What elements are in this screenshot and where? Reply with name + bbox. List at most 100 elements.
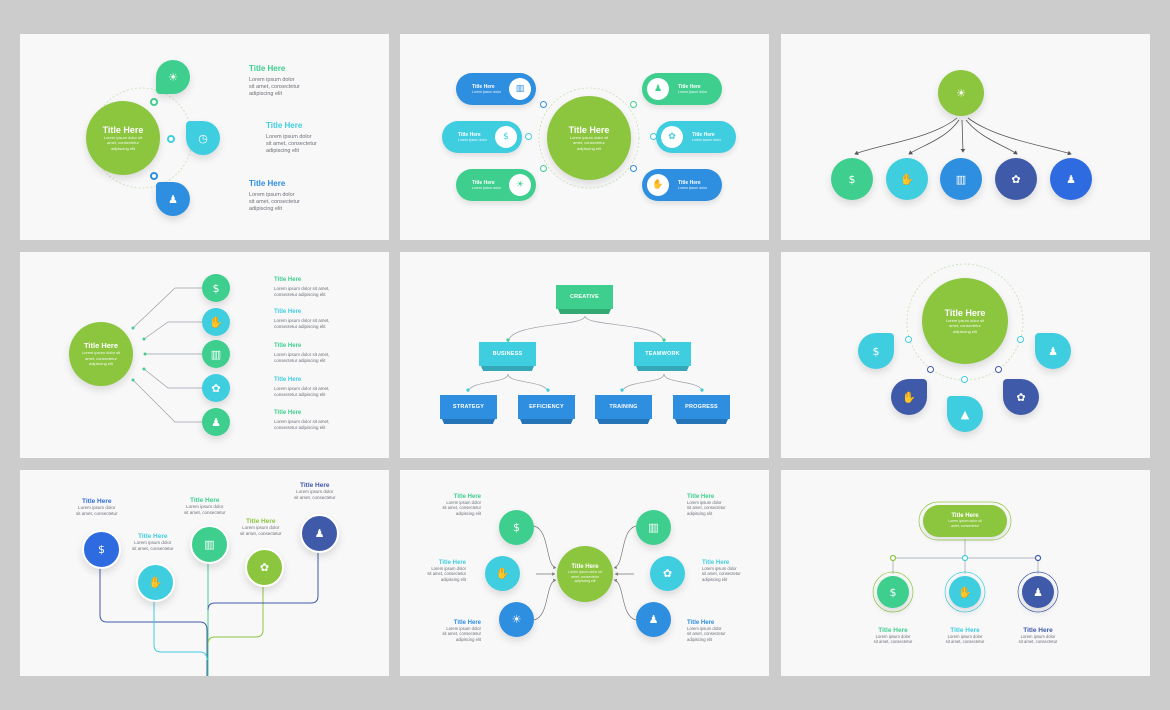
handshake-icon: ✋ [886, 158, 928, 200]
idea-icon: ☀ [509, 174, 531, 196]
pill-title: Title Here [951, 513, 979, 520]
idea-icon: ☀ [156, 60, 190, 94]
node-dot [630, 101, 637, 108]
pill-title: Title Here [458, 131, 481, 138]
center-body-2: amet, consectetur [107, 140, 139, 146]
center-body-2: amet, consectetur [85, 355, 117, 361]
people-icon: ♟ [1022, 576, 1054, 608]
item-body-1: Lorem ipsum dolor [134, 540, 172, 545]
slide-3-connectors [854, 117, 1072, 156]
node-dot [540, 101, 547, 108]
org-label: BUSINESS [492, 351, 523, 357]
dollar-hand-icon: $ [202, 274, 230, 302]
chart-icon: ▥ [190, 525, 229, 564]
item-body-2: sit amet, consectetur [687, 505, 726, 511]
item-body-3: adipiscing elit [440, 576, 466, 582]
item-title: Title Here [82, 498, 112, 505]
item-body-1: Lorem ipsum dolor [266, 134, 312, 140]
slide-8: Title Here Lorem ipsum dolor sit amet, c… [400, 470, 769, 676]
chart-icon: ▥ [940, 158, 982, 200]
center-circle: Title Here Lorem ipsum dolor sit amet, c… [86, 101, 160, 175]
pill-body-2: amet, consectetur [951, 524, 979, 528]
item-title: Title Here [438, 560, 466, 566]
center-body-1: Lorem ipsum dolor sit [568, 569, 602, 574]
dollar-hand-icon: $ [82, 530, 121, 569]
slide-6-connectors [906, 263, 1024, 381]
people-icon: ♟ [202, 408, 230, 436]
item-body-1: Lorem ipsum dolor [702, 566, 737, 571]
item-body-3: adipiscing elit [455, 636, 481, 642]
item-body-1: Lorem ipsum dolor sit amet, [274, 386, 330, 391]
center-body-1: Lorem ipsum dolor sit [945, 317, 985, 323]
item-title: Title Here [687, 494, 715, 500]
item-body-2: sit amet, consectetur [132, 545, 174, 551]
slide-9-connectors [872, 501, 1059, 613]
brain-icon: ✿ [650, 556, 685, 591]
center-circle: Title Here Lorem ipsum dolor sit amet, c… [69, 322, 133, 386]
item-title: Title Here [950, 627, 980, 634]
pill-title: Title Here [692, 131, 715, 138]
item-body-2: sit amet, consectetur [76, 510, 118, 516]
item-title: Title Here [190, 497, 220, 504]
center-title: Title Here [568, 124, 610, 135]
item-body-2: sit amet, consectetur [873, 639, 913, 645]
item-body-1: Lorem ipsum dolor [687, 626, 722, 631]
item-body-1: Lorem ipsum dolor sit amet, [274, 318, 330, 323]
item-title: Title Here [878, 627, 908, 634]
item-body-2: consectetur adipiscing elit [274, 424, 326, 430]
item-title: Title Here [274, 410, 302, 416]
item-body-1: Lorem ipsum dolor [431, 566, 466, 571]
org-label: TEAMWORK [645, 351, 680, 357]
center-body-3: adipiscing elit [110, 145, 135, 151]
item-body-2: sit amet, consectetur [687, 631, 726, 637]
node-dot [1017, 336, 1024, 343]
item-body-1: Lorem ipsum dolor [249, 77, 295, 83]
center-body-1: Lorem ipsum dolor sit [569, 134, 609, 140]
org-box-strategy: STRATEGY [440, 395, 497, 419]
org-label: PROGRESS [685, 404, 718, 410]
item-body-1: Lorem ipsum dolor [947, 634, 983, 639]
brain-icon: ✿ [245, 548, 284, 587]
item-body-1: Lorem ipsum dolor [296, 489, 334, 494]
pill-body-1: Lorem ipsum dolor sit [948, 519, 982, 524]
center-body-1: Lorem ipsum dolor sit [81, 350, 121, 356]
item-title: Title Here [300, 482, 330, 489]
node-dot [927, 366, 934, 373]
pill-body: Lorem ipsum dolor [678, 89, 707, 94]
item-body-1: Lorem ipsum dolor [78, 505, 116, 510]
dollar-hand-icon: $ [877, 576, 909, 608]
item-body-2: sit amet, consectetur [240, 530, 282, 536]
center-circle: Title Here Lorem ipsum dolor sit amet, c… [547, 96, 631, 180]
slide-6: Title Here Lorem ipsum dolor sit amet, c… [781, 252, 1150, 458]
item-body-2: sit amet, consectetur [266, 140, 317, 147]
item-body-2: sit amet, consectetur [702, 571, 741, 577]
node-dot [995, 366, 1002, 373]
clock-icon: ◷ [186, 121, 220, 155]
slide-8-connectors [533, 525, 637, 621]
node-dot [630, 165, 637, 172]
node-dot [905, 336, 912, 343]
brain-icon: ✿ [995, 158, 1037, 200]
item-body-3: adipiscing elit [249, 205, 283, 212]
item-title: Title Here [266, 121, 303, 130]
item-body-3: adipiscing elit [687, 636, 713, 642]
item-body-1: Lorem ipsum dolor [875, 634, 911, 639]
handshake-icon: ✋ [485, 556, 520, 591]
item-body-2: sit amet, consectetur [294, 494, 336, 500]
item-title: Title Here [702, 560, 730, 566]
node-dot [525, 133, 532, 140]
item-body-2: consectetur adipiscing elit [274, 291, 326, 297]
item-body-1: Lorem ipsum dolor sit amet, [274, 286, 330, 291]
center-body-3: adipiscing elit [952, 328, 977, 334]
center-body-3: adipiscing elit [88, 361, 113, 367]
pill-title: Title Here [678, 83, 701, 90]
pill-title: Title Here [472, 83, 495, 90]
item-body-3: adipiscing elit [266, 147, 300, 154]
brain-icon: ✿ [202, 374, 230, 402]
slide-5-connectors [466, 315, 704, 393]
item-body-2: sit amet, consectetur [249, 83, 300, 90]
center-title: Title Here [944, 307, 986, 318]
